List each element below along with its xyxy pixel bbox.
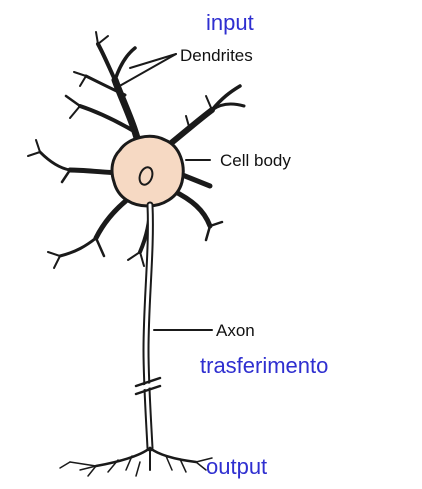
cell-body xyxy=(112,136,183,206)
dendrites-label: Dendrites xyxy=(180,47,253,64)
output-label: output xyxy=(206,456,267,478)
axon-terminals xyxy=(60,448,212,476)
cell-body-label: Cell body xyxy=(220,152,291,169)
axon xyxy=(136,205,160,448)
input-label: input xyxy=(206,12,254,34)
axon-label: Axon xyxy=(216,322,255,339)
transfer-label: trasferimento xyxy=(200,355,328,377)
